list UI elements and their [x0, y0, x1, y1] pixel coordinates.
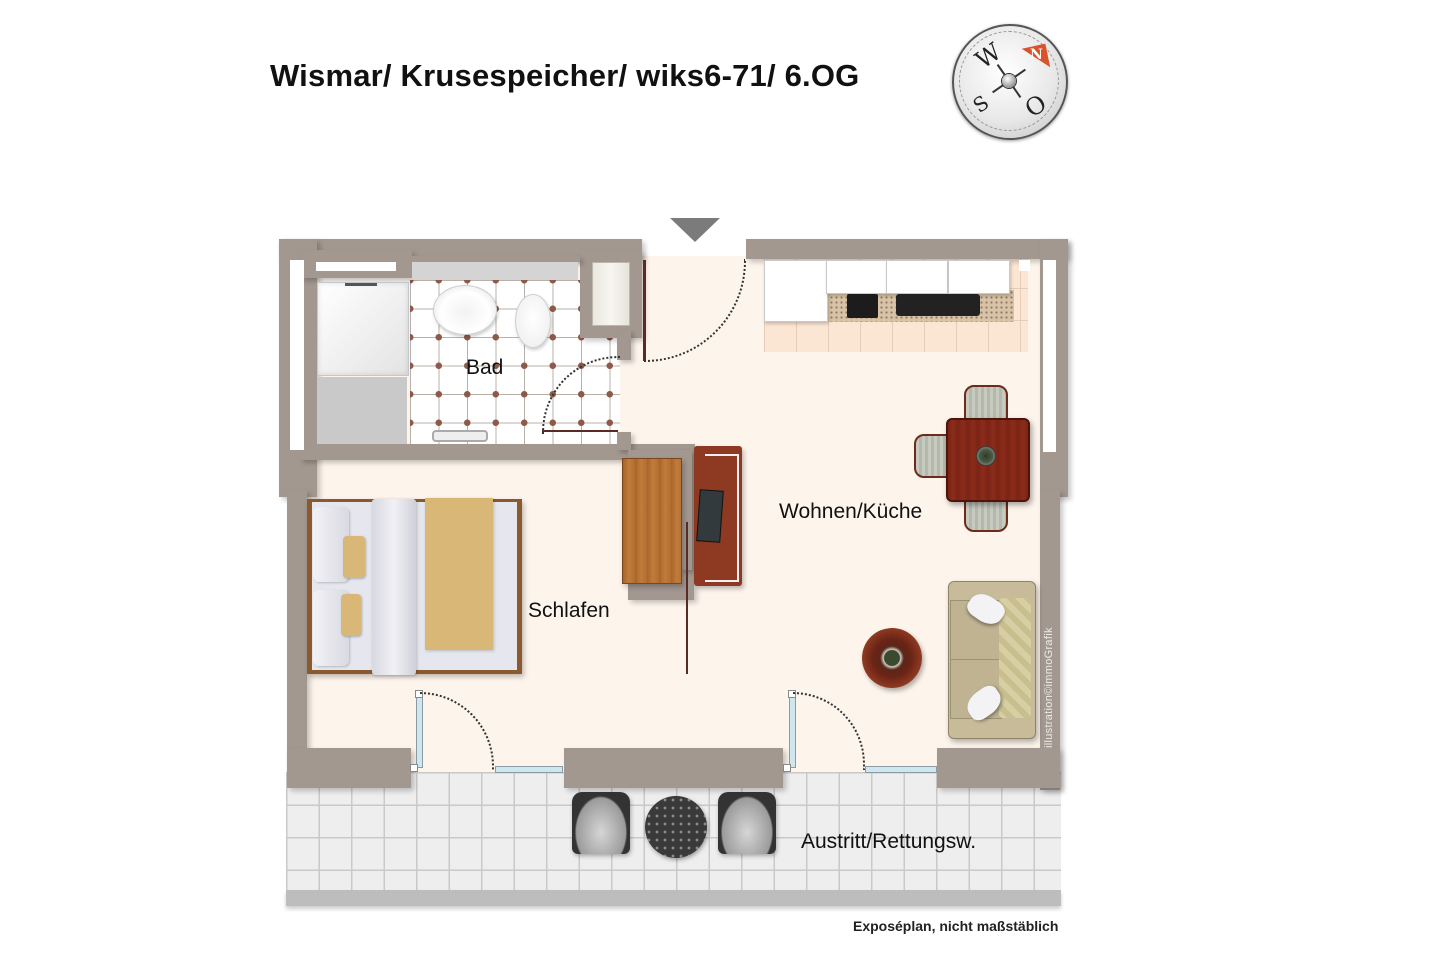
door-frame-post: [783, 764, 791, 772]
room-label-schlafen: Schlafen: [528, 599, 610, 622]
bath-shelf: [412, 262, 578, 280]
scale-disclaimer: Exposéplan, nicht maßstäblich: [853, 918, 1059, 934]
utility-closet: [592, 262, 630, 326]
compass-rose-icon: N W S O: [952, 24, 1068, 140]
sliding-partition[interactable]: [686, 522, 688, 674]
washbasin-icon: [433, 285, 497, 335]
terrace-window-left: [495, 766, 563, 773]
cushion-bottom: [341, 594, 361, 636]
wardrobe: [622, 458, 682, 584]
illustration-credit: illustration©immoGrafik: [1043, 627, 1055, 748]
patio-table: [645, 796, 707, 858]
terrace-window-right: [865, 766, 937, 773]
wall-cabinet-1[interactable]: [826, 260, 887, 294]
cushion-top: [343, 536, 365, 578]
wall-bath-stub-lower: [617, 432, 631, 450]
compass-ring: [959, 31, 1059, 131]
compass-center-icon: [1002, 74, 1016, 88]
compass-north-label: N: [1030, 47, 1043, 63]
room-label-austritt: Austritt/Rettungsw.: [801, 830, 977, 853]
duvet: [372, 499, 416, 675]
toilet-icon: [515, 294, 551, 348]
towel-rail-icon: [432, 430, 488, 442]
bed-throw: [425, 498, 493, 650]
wall-bottom-center: [564, 748, 783, 788]
window-right-kitchen: [1043, 260, 1056, 452]
wall-cabinet-2[interactable]: [886, 260, 948, 294]
vent-square: [1019, 260, 1030, 271]
room-label-wohnen-kueche: Wohnen/Küche: [779, 500, 923, 523]
wall-left-lower: [287, 490, 307, 775]
patio-chair-right: [718, 792, 776, 854]
door-frame-post: [410, 764, 418, 772]
wall-bath-stub: [617, 330, 631, 360]
wall-bottom-right: [937, 748, 1060, 788]
side-table: [862, 628, 922, 688]
page-title: Wismar/ Krusespeicher/ wiks6-71/ 6.OG: [270, 58, 860, 93]
patio-chair-left: [572, 792, 630, 854]
sofa-back-cushions: [999, 598, 1031, 718]
kitchen-sink-icon: [896, 294, 980, 316]
entrance-arrow-icon: [670, 218, 720, 242]
monitor-icon: [696, 489, 724, 543]
wall-bath-divider: [300, 444, 695, 460]
room-label-bad: Bad: [466, 356, 504, 379]
window-left-bath: [290, 260, 304, 450]
wall-cabinet-3[interactable]: [948, 260, 1010, 294]
terrace-edge: [286, 890, 1061, 906]
wall-partition-thin: [680, 450, 692, 570]
table-plant-icon: [976, 446, 996, 466]
fridge[interactable]: [764, 260, 828, 322]
window-shower-top: [316, 262, 396, 271]
cooktop-icon: [847, 294, 878, 318]
wall-right-lower: [1040, 490, 1060, 790]
wall-bottom-left: [287, 748, 411, 788]
bath-storage: [317, 377, 407, 444]
shower-faucet-icon: [345, 283, 377, 298]
wall-bath-top: [412, 256, 580, 262]
wall-top-right: [746, 239, 1068, 259]
desk-shelf: [705, 454, 739, 582]
shower-tray: [317, 282, 409, 376]
